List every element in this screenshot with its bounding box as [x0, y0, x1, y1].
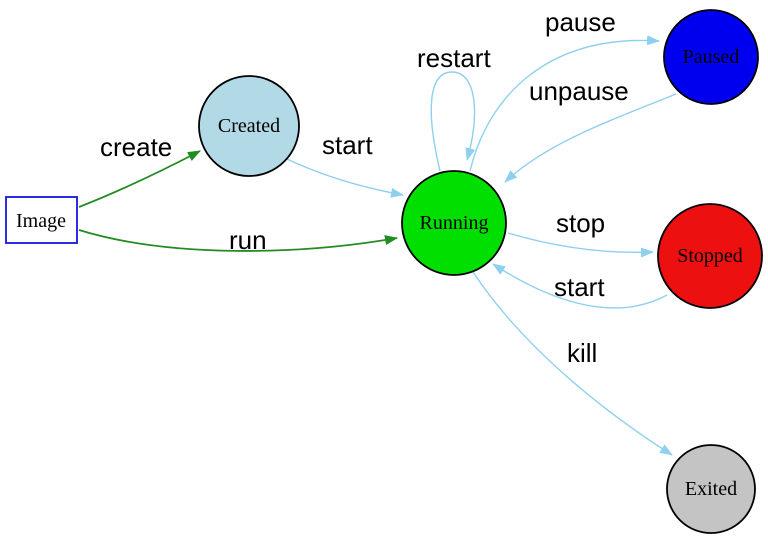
created-node-circle — [198, 75, 300, 177]
edge-label-start-2: start — [554, 272, 605, 302]
edges — [78, 35, 677, 456]
edge-stop — [507, 232, 654, 258]
paused-node-circle — [663, 9, 759, 105]
node-label-created: Created — [218, 115, 280, 137]
nodes: Image Created Running Paused Stopped Exi… — [5, 9, 763, 534]
node-label-paused: Paused — [683, 46, 740, 68]
node-label-stopped: Stopped — [677, 245, 743, 267]
state-node-created: Created — [198, 75, 300, 177]
state-node-stopped: Stopped — [657, 203, 763, 309]
edge-pause — [469, 35, 660, 172]
edge-create — [78, 150, 201, 208]
edge-run — [78, 229, 398, 252]
state-node-exited: Exited — [666, 444, 756, 534]
edge-label-kill: kill — [567, 338, 597, 368]
edge-label-create: create — [100, 132, 172, 162]
edge-label-start-1: start — [322, 130, 373, 160]
edge-start-created-running — [286, 158, 404, 198]
node-label-exited: Exited — [685, 478, 737, 500]
state-node-paused: Paused — [663, 9, 759, 105]
state-node-image: Image — [5, 196, 78, 244]
edge-unpause — [504, 93, 677, 183]
running-node-circle — [401, 170, 507, 276]
edge-kill — [472, 271, 673, 456]
edge-label-pause: pause — [545, 7, 616, 37]
image-node-box — [5, 196, 78, 244]
node-label-image: Image — [16, 210, 66, 232]
edge-start-stopped-running — [492, 263, 668, 309]
node-label-running: Running — [420, 212, 489, 234]
edge-label-restart: restart — [417, 43, 491, 73]
edge-label-run: run — [229, 225, 267, 255]
edge-label-stop: stop — [556, 208, 605, 238]
edge-label-unpause: unpause — [529, 76, 629, 106]
exited-node-circle — [666, 444, 756, 534]
state-node-running: Running — [401, 170, 507, 276]
stopped-node-circle — [657, 203, 763, 309]
edge-labels: create run start restart pause unpause s… — [100, 7, 629, 368]
edge-restart-self-loop — [430, 71, 476, 172]
